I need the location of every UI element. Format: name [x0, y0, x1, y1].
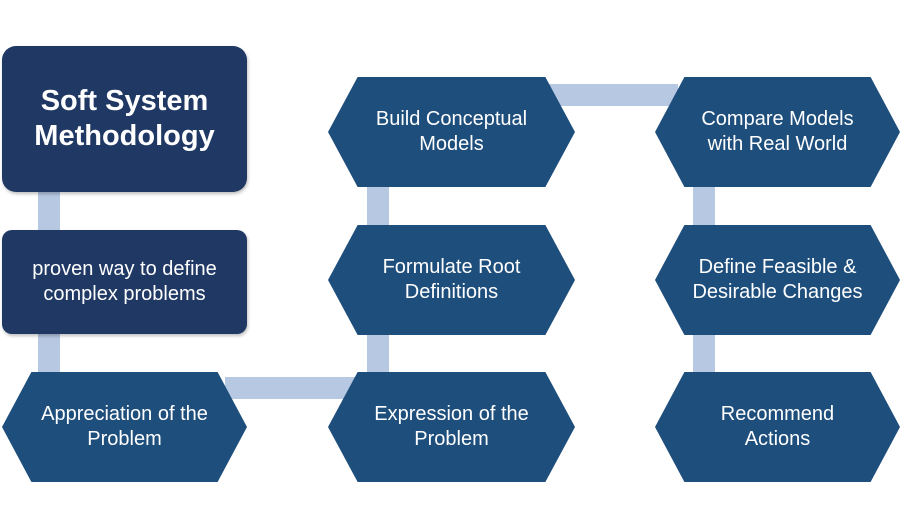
connector-appreciation-to-expression: [225, 377, 355, 399]
connector-title-to-subtitle: [38, 190, 60, 232]
step-label: Expression of the Problem: [374, 403, 529, 450]
step-appreciation: Appreciation of the Problem: [2, 372, 247, 482]
connector-expression-to-root: [367, 332, 389, 374]
diagram-subtitle: proven way to define complex problems: [32, 258, 217, 305]
step-feasible-changes: Define Feasible & Desirable Changes: [655, 225, 900, 335]
diagram-title-box: Soft System Methodology: [2, 46, 247, 192]
diagram-subtitle-box: proven way to define complex problems: [2, 230, 247, 334]
connector-root-to-conceptual: [367, 185, 389, 227]
step-label: Build Conceptual Models: [375, 108, 528, 155]
connector-subtitle-to-appreciation: [38, 332, 60, 374]
step-recommend-actions: Recommend Actions: [655, 372, 900, 482]
diagram-title: Soft System Methodology: [34, 85, 215, 152]
step-compare-models: Compare Models with Real World: [655, 77, 900, 187]
connector-compare-to-feasible: [693, 185, 715, 227]
step-label: Appreciation of the Problem: [41, 403, 208, 450]
step-label: Formulate Root Definitions: [382, 256, 521, 303]
connector-feasible-to-recommend: [693, 332, 715, 374]
step-expression: Expression of the Problem: [328, 372, 575, 482]
step-label: Define Feasible & Desirable Changes: [692, 256, 863, 303]
step-label: Recommend Actions: [720, 403, 835, 450]
step-conceptual-models: Build Conceptual Models: [328, 77, 575, 187]
connector-conceptual-to-compare: [545, 84, 678, 106]
step-root-definitions: Formulate Root Definitions: [328, 225, 575, 335]
step-label: Compare Models with Real World: [701, 108, 854, 155]
